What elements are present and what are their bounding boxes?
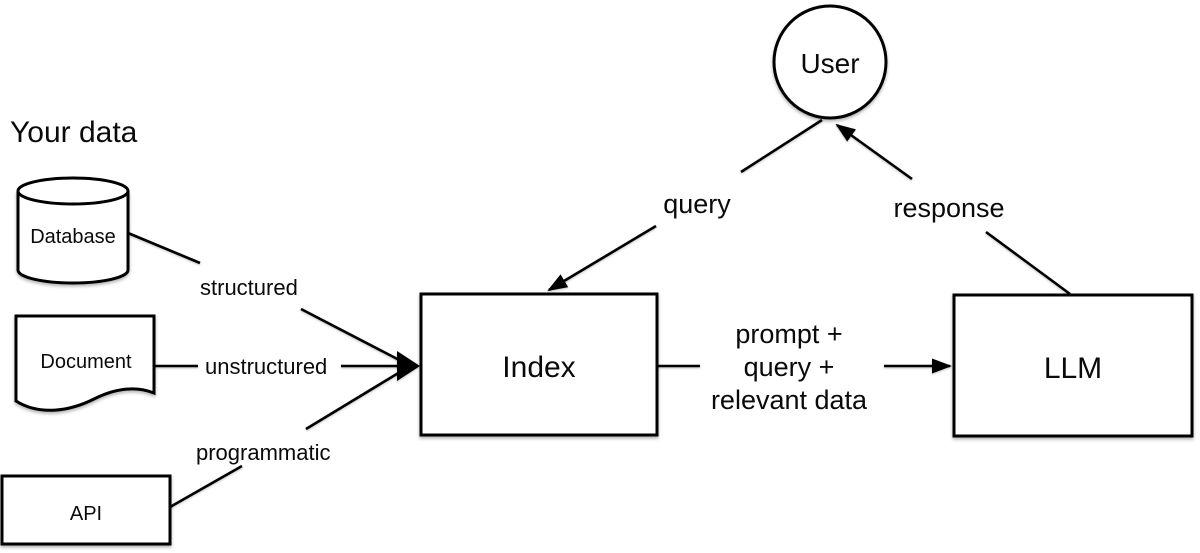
document-icon — [14, 314, 156, 412]
database-label: Database — [30, 226, 116, 248]
database-node — [16, 176, 130, 285]
programmatic-edge-label: programmatic — [196, 440, 330, 465]
prompt-edge-label-line2: query + — [744, 352, 835, 382]
structured-line-left — [127, 231, 201, 265]
database-cylinder-top-icon — [16, 176, 130, 206]
query-line-upper — [740, 118, 823, 174]
database-cylinder-icon — [16, 191, 130, 285]
index-box — [419, 292, 659, 437]
prompt-edge-label-line3: relevant data — [711, 385, 868, 415]
response-edge-label: response — [893, 193, 1004, 223]
unstructured-edge-label: unstructured — [205, 354, 327, 379]
programmatic-line-left — [169, 464, 243, 509]
structured-edge-label: structured — [200, 275, 298, 300]
labels: Your data Database Document API Index LL… — [10, 48, 1102, 525]
document-label: Document — [40, 351, 132, 373]
llm-label: LLM — [1044, 352, 1102, 385]
api-label: API — [70, 503, 102, 525]
query-line-lower — [547, 224, 657, 292]
response-line-upper — [835, 123, 913, 181]
structured-line-right — [300, 307, 406, 365]
programmatic-line-right — [305, 367, 406, 431]
user-label: User — [800, 48, 859, 79]
response-line-lower — [985, 230, 1071, 296]
index-input-arrowhead-icon — [397, 351, 420, 381]
prompt-edge-label-line1: prompt + — [735, 319, 842, 349]
user-circle — [772, 4, 888, 120]
index-label: Index — [502, 351, 575, 384]
query-edge-label: query — [663, 189, 731, 219]
llm-box — [952, 293, 1194, 438]
api-box — [0, 474, 172, 546]
diagram-title: Your data — [10, 116, 138, 149]
node-shapes — [0, 4, 1194, 546]
edges — [127, 118, 1071, 509]
